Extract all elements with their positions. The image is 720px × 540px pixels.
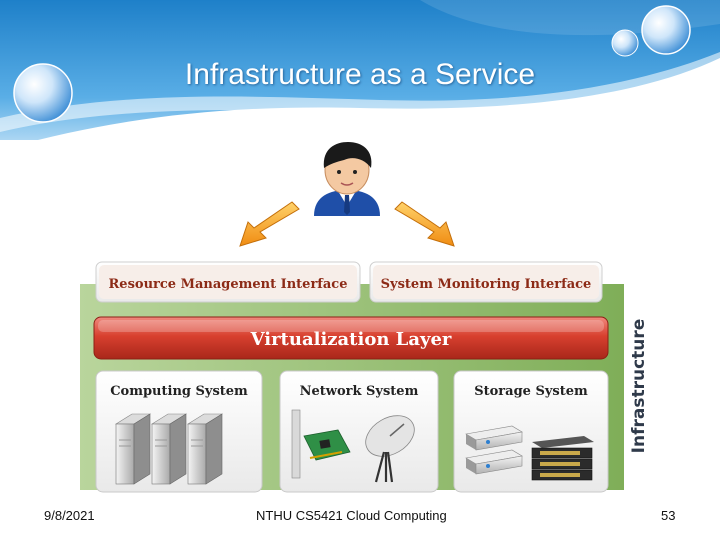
hard-drive-icon	[465, 449, 523, 475]
footer-course: NTHU CS5421 Cloud Computing	[256, 508, 447, 523]
arrow-left-icon	[239, 201, 300, 247]
hard-drive-icon	[465, 425, 523, 451]
user-icon	[314, 142, 380, 216]
footer-date: 9/8/2021	[44, 508, 95, 523]
resource-management-interface-label: Resource Management Interface	[109, 277, 348, 292]
infrastructure-side-label: Infrastructure	[629, 319, 649, 454]
system-monitoring-interface-label: System Monitoring Interface	[381, 277, 592, 292]
virtualization-layer-bar	[93, 316, 609, 360]
sphere-right-small-decoration	[611, 29, 639, 57]
resource-management-interface-box	[95, 261, 361, 303]
server-icon	[186, 413, 224, 485]
server-icon	[150, 413, 188, 485]
network-system-panel	[279, 370, 439, 493]
satellite-dish-icon	[365, 415, 415, 483]
sphere-right-large-decoration	[641, 5, 691, 55]
server-icon	[114, 413, 152, 485]
computing-system-label: Computing System	[110, 384, 248, 399]
slide-title: Infrastructure as a Service	[184, 58, 536, 91]
footer-page-number: 53	[661, 508, 676, 523]
sphere-left-decoration	[13, 63, 73, 123]
storage-system-label: Storage System	[474, 384, 588, 399]
system-monitoring-interface-box	[369, 261, 603, 303]
arrow-right-icon	[394, 201, 455, 247]
network-card-icon	[291, 409, 351, 479]
network-system-label: Network System	[300, 384, 419, 399]
storage-array-icon	[531, 436, 594, 481]
virtualization-layer-label: Virtualization Layer	[250, 329, 452, 350]
